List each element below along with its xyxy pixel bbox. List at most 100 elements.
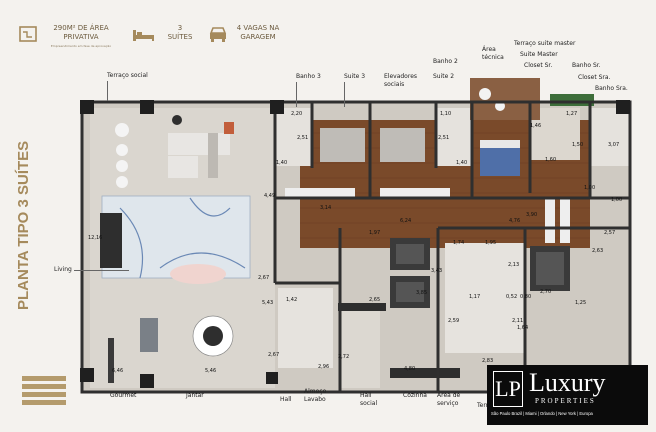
leader-suite3 [344,82,345,107]
dim-45: 2,83 [482,358,494,364]
dim-22: 1,95 [485,240,497,246]
brand-name: Luxury [529,368,606,397]
area-info: 290M² DE ÁREA PRIVATIVA Empreendimento e… [42,24,120,51]
dim-34: 0,80 [520,294,532,300]
label-jantar: Jantar [186,392,204,399]
label-elevadores-2: sociais [384,81,405,88]
dim-19: 12,16 [88,235,103,241]
leader-banho3 [296,82,297,107]
brand-box: LP Luxury PROPERTIES São Paulo Brazil | … [487,365,648,425]
dim-11: 1,50 [572,142,584,148]
label-hall-social-1: Hall [360,392,372,399]
label-area-servico-2: serviço [437,400,459,407]
area-icon [19,26,37,42]
plan-title: PLANTA TIPO 3 SUÍTES [15,141,32,310]
label-suite3: Suite 3 [344,73,366,80]
brand-cities: São Paulo Brazil | Miami | Orlando | New… [491,411,593,416]
dim-41: 2,96 [318,364,330,370]
label-area-tecnica-1: Área [482,46,496,53]
garage-count: 4 VAGAS NA [236,24,280,32]
dim-43: 4,80 [404,366,416,372]
dim-36: 1,64 [517,325,529,331]
label-almoco: Almoço Lavabo [304,388,326,404]
dim-18: 4,49 [264,193,276,199]
dim-35: 2,11 [512,318,524,324]
label-almoco-1: Almoço [304,388,327,395]
bed-icon [133,30,154,41]
dim-3: 1,40 [276,160,288,166]
dim-44: 2,59 [448,318,460,324]
dim-33: 0,52 [506,294,518,300]
dim-21: 1,74 [453,240,465,246]
label-gourmet: Gourmet [110,392,137,399]
floor-plan [80,78,632,394]
dim-17: 2,57 [604,230,616,236]
label-terraco-social: Terraço social [107,72,148,79]
brand-sub: PROPERTIES [535,397,596,405]
dim-42: 2,72 [338,354,350,360]
dim-9: 1,27 [566,111,578,117]
label-hall-social-2: social [360,400,378,407]
label-elevadores-1: Elevadores [384,73,418,80]
label-hall: Hall [280,396,292,403]
plan-title-svg: PLANTA TIPO 3 SUÍTES [15,141,32,310]
garage-label: GARAGEM [240,33,276,41]
dim-15: 6,24 [400,218,412,224]
label-banho-sra: Banho Sra. [595,85,628,92]
label-banho3: Banho 3 [296,73,321,80]
label-area-servico: Área de serviço [437,392,460,408]
garage-info: 4 VAGAS NA GARAGEM [230,24,286,42]
label-suite2: Suite 2 [433,73,455,80]
area-note: Empreendimento em fase de aprovação [50,44,112,48]
dim-20: 1,97 [369,230,381,236]
label-living: Living [54,266,72,273]
suites-info: 3 SUÍTES [160,24,200,42]
stripes-logo [22,376,66,405]
dim-30: 2,65 [369,297,381,303]
label-area-tecnica: Área técnica [482,46,504,62]
label-lavabo: Lavabo [304,396,326,403]
dim-38: 6,46 [112,368,124,374]
dim-32: 1,17 [469,294,481,300]
dim-28: 2,67 [258,275,270,281]
area-value: 290M² DE ÁREA [53,24,109,32]
label-banho2: Banho 2 [433,58,458,65]
leader-terraco [107,81,108,101]
dim-39: 5,46 [205,368,217,374]
label-area-servico-1: Área de [437,392,461,399]
dim-31: 5,43 [262,300,274,306]
label-closet-sra: Closet Sra. [578,74,611,81]
dim-24: 2,70 [540,289,552,295]
label-hall-social: Hall social [360,392,377,408]
dim-10: 1,60 [545,157,557,163]
dim-7: 1,40 [456,160,468,166]
dim-6: 2,51 [438,135,450,141]
brand-logo: LP [493,371,523,407]
label-area-tecnica-2: técnica [482,54,504,61]
suites-count: 3 [177,24,183,32]
dim-13: 1,00 [584,185,596,191]
car-icon [209,27,227,42]
dim-16: 4,76 [509,218,521,224]
dim-2: 2,51 [297,135,309,141]
dim-4: 3,14 [320,205,332,211]
suites-label: SUÍTES [167,33,193,41]
label-closet-sr: Closet Sr. [524,62,553,69]
dim-25: 2,63 [592,248,604,254]
dim-5: 1,10 [440,111,452,117]
label-elevadores: Elevadores sociais [384,73,417,89]
dim-23: 2,13 [508,262,520,268]
dim-26: 3,43 [431,268,443,274]
dim-1: 2,20 [291,111,303,117]
dim-27: 3,85 [416,290,428,296]
dim-40: 2,67 [268,352,280,358]
label-terraco-master: Terraço suite master [514,40,576,47]
dim-46: 3,90 [526,212,538,218]
dim-14: 1,00 [611,197,623,203]
label-suite-master: Suite Master [520,51,558,58]
dim-12: 3,07 [608,142,620,148]
label-terr: Terr [477,402,489,409]
area-label: PRIVATIVA [63,33,99,41]
dim-37: 1,25 [575,300,587,306]
dim-8: 1,46 [530,123,542,129]
